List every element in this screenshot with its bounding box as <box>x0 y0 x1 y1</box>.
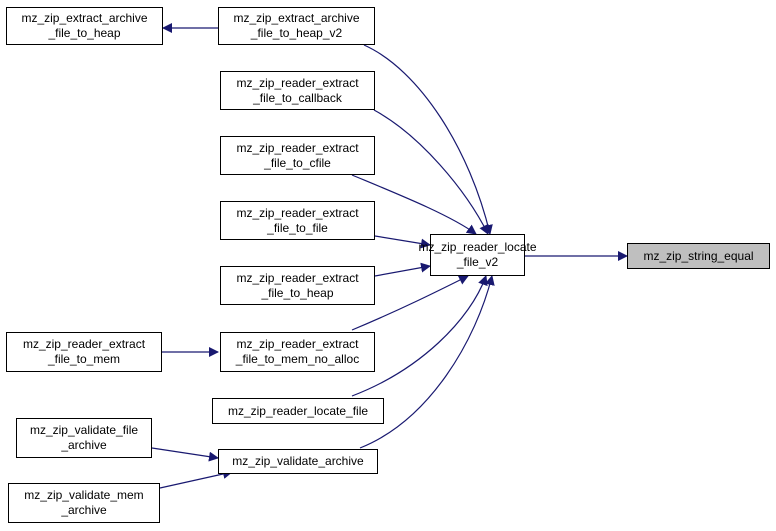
node-label: mz_zip_validate_mem _archive <box>24 488 144 517</box>
node-label: mz_zip_string_equal <box>643 248 754 263</box>
edge-validate-archive-to-locate-v2 <box>359 275 495 449</box>
node-label: mz_zip_extract_archive _file_to_heap_v2 <box>233 11 360 40</box>
node-mz-zip-reader-extract-file-to-mem-no-alloc[interactable]: mz_zip_reader_extract _file_to_mem_no_al… <box>220 332 375 372</box>
node-label: mz_zip_reader_extract _file_to_mem <box>22 337 146 366</box>
node-label: mz_zip_validate_file _archive <box>29 423 139 452</box>
edge-callback-to-locate-v2 <box>373 109 489 235</box>
node-mz-zip-validate-archive[interactable]: mz_zip_validate_archive <box>218 449 378 474</box>
node-mz-zip-extract-archive-file-to-heap[interactable]: mz_zip_extract_archive _file_to_heap <box>6 7 163 45</box>
edge-heap-to-locate-v2 <box>374 262 431 277</box>
node-label: mz_zip_reader_locate _file_v2 <box>418 240 537 269</box>
node-label: mz_zip_reader_extract _file_to_callback <box>236 75 359 105</box>
edge-heap-v2-to-locate-v2 <box>363 44 493 235</box>
edge-validate-mem-to-validate-archive <box>159 469 233 489</box>
node-mz-zip-reader-extract-file-to-cfile[interactable]: mz_zip_reader_extract _file_to_cfile <box>220 136 375 175</box>
node-mz-zip-reader-extract-file-to-callback[interactable]: mz_zip_reader_extract _file_to_callback <box>220 71 375 110</box>
node-label: mz_zip_extract_archive _file_to_heap <box>21 11 148 40</box>
node-mz-zip-string-equal: mz_zip_string_equal <box>627 243 770 269</box>
edge-cfile-to-locate-v2 <box>351 174 477 235</box>
node-mz-zip-reader-extract-file-to-heap[interactable]: mz_zip_reader_extract _file_to_heap <box>220 266 375 305</box>
node-label: mz_zip_reader_extract _file_to_cfile <box>236 140 359 170</box>
edge-validate-file-to-validate-archive <box>151 447 219 462</box>
node-mz-zip-reader-locate-file-v2[interactable]: mz_zip_reader_locate _file_v2 <box>418 234 537 276</box>
edge-locate-file-to-locate-v2 <box>351 275 488 397</box>
node-mz-zip-validate-file-archive[interactable]: mz_zip_validate_file _archive <box>16 418 152 458</box>
node-mz-zip-extract-archive-file-to-heap-v2[interactable]: mz_zip_extract_archive _file_to_heap_v2 <box>218 7 375 45</box>
node-label: mz_zip_validate_archive <box>232 454 364 468</box>
edge-file-to-locate-v2 <box>374 235 431 249</box>
node-mz-zip-reader-extract-file-to-mem[interactable]: mz_zip_reader_extract _file_to_mem <box>6 332 162 372</box>
node-label: mz_zip_reader_locate_file <box>227 403 369 418</box>
node-mz-zip-reader-extract-file-to-file[interactable]: mz_zip_reader_extract _file_to_file <box>220 201 375 240</box>
node-label: mz_zip_reader_extract _file_to_mem_no_al… <box>235 337 360 366</box>
node-mz-zip-reader-locate-file[interactable]: mz_zip_reader_locate_file <box>212 398 384 424</box>
node-mz-zip-validate-mem-archive[interactable]: mz_zip_validate_mem _archive <box>8 483 160 523</box>
node-label: mz_zip_reader_extract _file_to_heap <box>236 270 359 300</box>
edge-mem-no-alloc-to-locate-v2 <box>351 275 469 331</box>
node-label: mz_zip_reader_extract _file_to_file <box>236 205 359 235</box>
